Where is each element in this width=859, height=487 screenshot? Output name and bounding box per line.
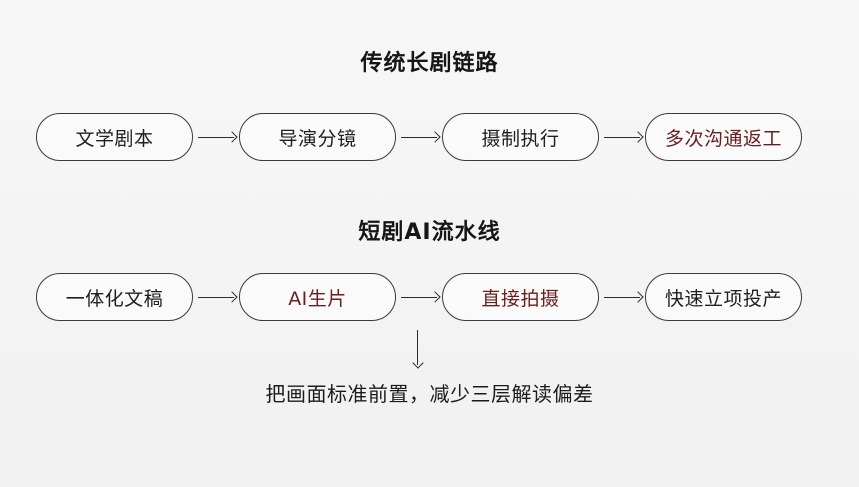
arrow-right-icon: [604, 297, 643, 299]
traditional-step-3: 摄制执行: [442, 113, 599, 161]
ai-pipeline-title: 短剧AI流水线: [358, 220, 501, 245]
arrow-right-icon: [401, 137, 440, 139]
ai-flow-row: 一体化文稿 AI生片 直接拍摄 快速立项投产: [0, 273, 859, 323]
arrow-right-icon: [198, 297, 237, 299]
ai-step-3: 直接拍摄: [442, 273, 599, 321]
traditional-step-2: 导演分镜: [239, 113, 396, 161]
ai-step-1: 一体化文稿: [36, 273, 193, 321]
traditional-step-1: 文学剧本: [36, 113, 193, 161]
arrow-down-icon: [417, 330, 419, 368]
ai-step-4: 快速立项投产: [645, 273, 802, 321]
arrow-right-icon: [198, 137, 237, 139]
pipeline-note: 把画面标准前置，减少三层解读偏差: [265, 382, 594, 406]
arrow-right-icon: [604, 137, 643, 139]
arrow-right-icon: [401, 297, 440, 299]
ai-step-2: AI生片: [239, 273, 396, 321]
traditional-title: 传统长剧链路: [360, 51, 499, 76]
traditional-flow-row: 文学剧本 导演分镜 摄制执行 多次沟通返工: [0, 113, 859, 163]
traditional-step-4: 多次沟通返工: [645, 113, 802, 161]
